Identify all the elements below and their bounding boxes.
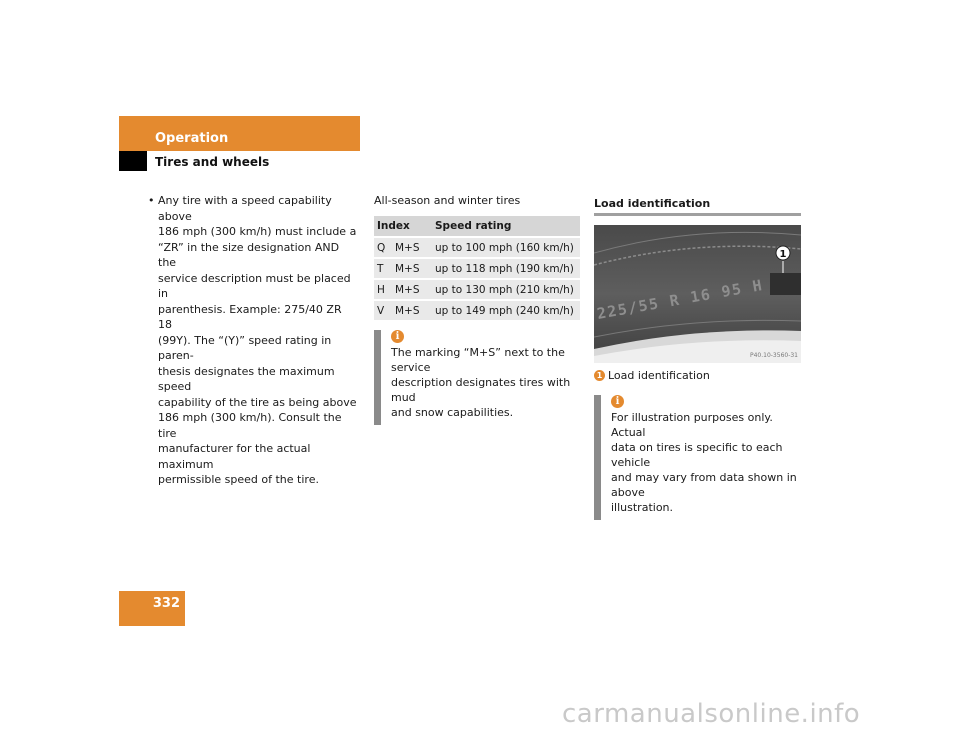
info-line: For illustration purposes only. Actual <box>611 411 773 439</box>
tire-type: M+S <box>392 257 432 279</box>
tire-type: M+S <box>392 236 432 258</box>
load-identification-column: Load identification 225/55 R 16 95 H 1 P… <box>594 197 801 520</box>
info-line: and snow capabilities. <box>391 406 514 419</box>
index-code: T <box>374 257 392 279</box>
table-row: Q M+S up to 100 mph (160 km/h) <box>374 236 580 258</box>
tire-sidewall-image: 225/55 R 16 95 H 1 P40.10-3560-31 <box>594 225 801 363</box>
info-icon: i <box>391 330 404 343</box>
text-line: 186 mph (300 km/h). Consult the tire <box>158 411 342 440</box>
table-row: H M+S up to 130 mph (210 km/h) <box>374 278 580 300</box>
text-line: service description must be placed in <box>158 271 351 301</box>
subsection-title: Tires and wheels <box>155 155 270 169</box>
index-code: V <box>374 299 392 320</box>
text-line: 186 mph (300 km/h) must include a <box>158 225 357 238</box>
speed-rating-column: All-season and winter tires Index Speed … <box>374 193 580 425</box>
title-rule <box>594 213 801 216</box>
info-bar <box>594 395 601 520</box>
table-header-row: Index Speed rating <box>374 216 580 237</box>
speed-rating: up to 100 mph (160 km/h) <box>432 236 580 258</box>
speed-rating: up to 130 mph (210 km/h) <box>432 278 580 300</box>
table-row: T M+S up to 118 mph (190 km/h) <box>374 257 580 279</box>
caption-number: 1 <box>594 370 605 381</box>
header-marker <box>119 151 147 171</box>
info-note: i For illustration purposes only. Actual… <box>594 395 801 520</box>
header-band <box>119 116 360 151</box>
figure-code: P40.10-3560-31 <box>750 352 798 359</box>
text-line: parenthesis. Example: 275/40 ZR 18 <box>158 302 342 332</box>
info-line: The marking “M+S” next to the service <box>391 346 565 374</box>
info-line: and may vary from data shown in above <box>611 471 797 499</box>
text-line: manufacturer for the actual maximum <box>158 442 311 471</box>
speed-rating: up to 149 mph (240 km/h) <box>432 299 580 320</box>
text-line: (99Y). The “(Y)” speed rating in paren- <box>158 333 332 363</box>
text-line: capability of the tire as being above <box>158 395 357 409</box>
info-icon: i <box>611 395 624 408</box>
header-speed-rating: Speed rating <box>432 216 580 237</box>
bullet-paragraph: • Any tire with a speed capability above… <box>148 193 358 488</box>
text-line: permissible speed of the tire. <box>158 473 319 486</box>
section-title: Operation <box>155 131 229 146</box>
speed-rating: up to 118 mph (190 km/h) <box>432 257 580 279</box>
tire-type: M+S <box>392 278 432 300</box>
info-line: illustration. <box>611 501 674 514</box>
table-intro: All-season and winter tires <box>374 194 521 207</box>
speed-rating-table: Index Speed rating Q M+S up to 100 mph (… <box>374 216 580 320</box>
header-index: Index <box>374 216 432 237</box>
text-line: thesis designates the maximum speed <box>158 364 335 394</box>
page-number: 332 <box>152 596 180 611</box>
info-bar <box>374 330 381 425</box>
text-line: Any tire with a speed capability above <box>158 194 332 223</box>
callout-number: 1 <box>780 249 787 260</box>
table-row: V M+S up to 149 mph (240 km/h) <box>374 299 580 320</box>
bullet-dot: • <box>148 194 155 207</box>
page-number-box: 332 <box>119 591 185 626</box>
tire-type: M+S <box>392 299 432 320</box>
watermark: carmanualsonline.info <box>562 699 861 729</box>
load-identification-title: Load identification <box>594 197 711 210</box>
info-line: description designates tires with mud <box>391 376 571 404</box>
info-note: i The marking “M+S” next to the service … <box>374 330 580 425</box>
index-code: H <box>374 278 392 300</box>
info-line: data on tires is specific to each vehicl… <box>611 441 783 469</box>
caption-text: Load identification <box>608 369 710 382</box>
index-code: Q <box>374 236 392 258</box>
text-line: “ZR” in the size designation AND the <box>158 240 340 270</box>
